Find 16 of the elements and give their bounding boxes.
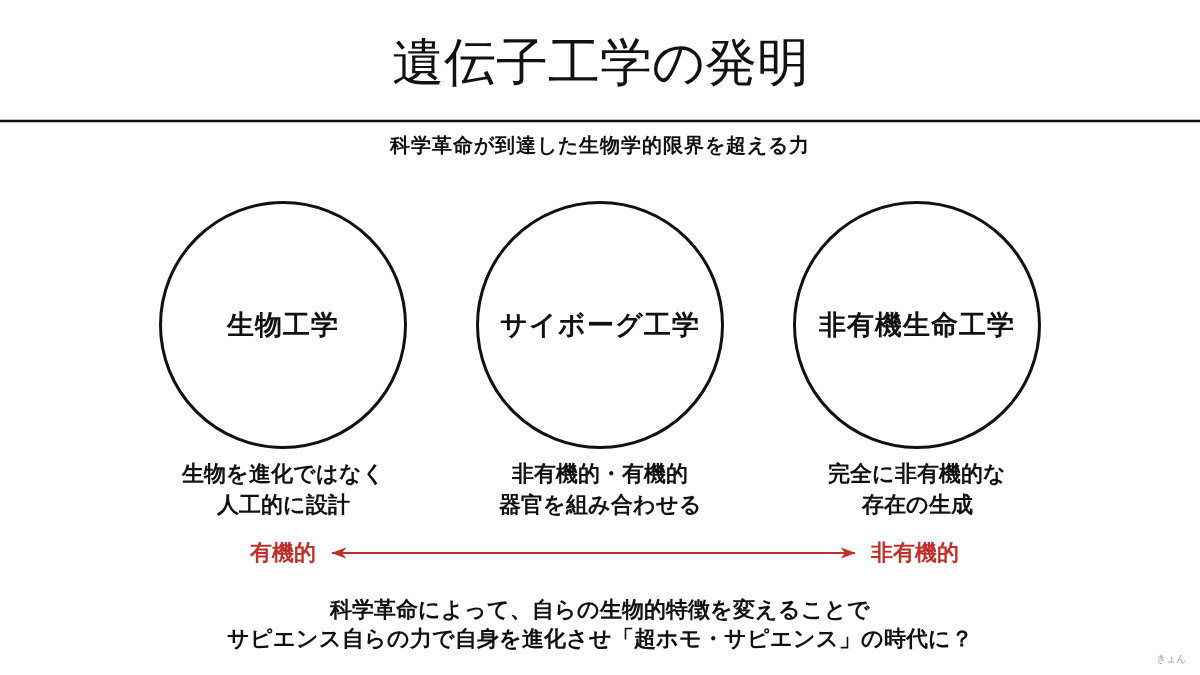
circle-node bbox=[476, 201, 724, 449]
author-signature: きょん bbox=[1156, 653, 1186, 665]
node-label: 生物工学 bbox=[227, 308, 339, 342]
description-text: 完全に非有機的な存在の生成 bbox=[828, 460, 1006, 519]
description-text: 非有機的・有機的器官を組み合わせる bbox=[498, 460, 702, 519]
circle-node bbox=[159, 201, 407, 449]
circle-node bbox=[793, 201, 1041, 449]
double-headed-arrow bbox=[331, 547, 856, 559]
description-text: 生物を進化ではなく人工的に設計 bbox=[181, 460, 385, 519]
node-label: サイボーグ工学 bbox=[500, 308, 700, 342]
scale-end-label: 有機的 bbox=[234, 537, 332, 569]
subtitle: 科学革命が到達した生物学的限界を超える力 bbox=[390, 132, 810, 158]
title: 遺伝子工学の発明 bbox=[391, 32, 809, 92]
node-label: 非有機生命工学 bbox=[819, 308, 1015, 342]
caption-text: 科学革命によって、自らの生物的特徴を変えることでサピエンス自らの力で自身を進化させ「超ホモ・サピエンス」の時代に？ bbox=[227, 596, 973, 653]
scale-end-label: 非有機的 bbox=[855, 537, 975, 569]
